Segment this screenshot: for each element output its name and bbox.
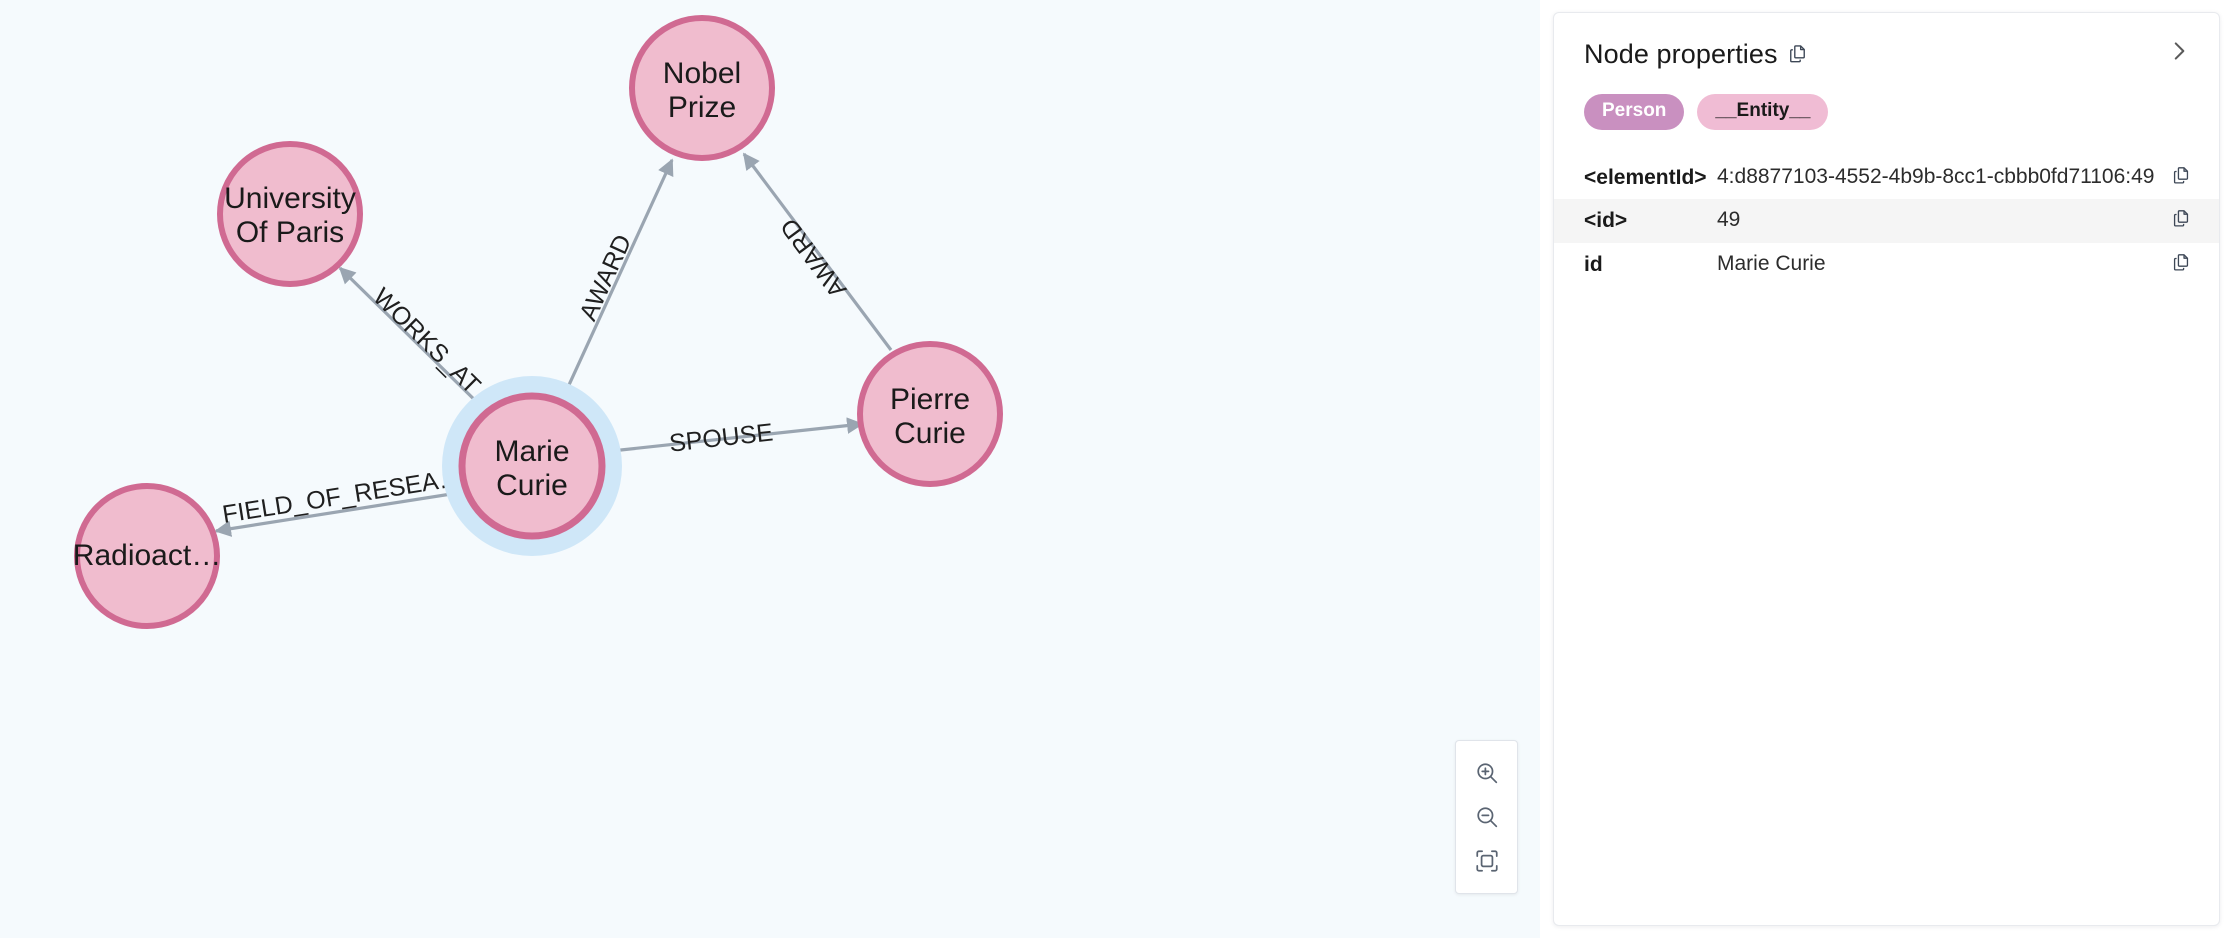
property-value: 4:d8877103-4552-4b9b-8cc1-cbbb0fd71106:4… <box>1717 164 2155 188</box>
properties-table: <elementId> 4:d8877103-4552-4b9b-8cc1-cb… <box>1554 156 2219 286</box>
node-university-of-paris[interactable]: University Of Paris <box>217 141 363 287</box>
copy-icon[interactable] <box>2171 250 2197 273</box>
zoom-in-icon <box>1476 763 1497 784</box>
node-radioactivity[interactable]: Radioact… <box>73 483 221 629</box>
node-properties-panel: Node properties Person __Entity__ <eleme… <box>1553 12 2220 926</box>
edge-award-marie[interactable]: AWARD <box>561 158 674 399</box>
copy-icon-glyph <box>1789 45 1805 63</box>
edge-label-works-at: WORKS_AT <box>367 283 485 400</box>
edge-spouse[interactable]: SPOUSE <box>601 417 864 458</box>
node-pierre-curie[interactable]: Pierre Curie <box>857 341 1003 487</box>
collapse-panel-button[interactable] <box>2161 33 2197 69</box>
node-labels-row: Person __Entity__ <box>1554 68 2219 130</box>
edge-works-at[interactable]: WORKS_AT <box>338 266 489 414</box>
node-marie-curie[interactable]: Marie Curie <box>442 376 622 556</box>
property-value: 49 <box>1717 208 1741 232</box>
edge-field-of-research[interactable]: FIELD_OF_RESEA… <box>214 463 465 537</box>
graph-svg: WORKS_AT AWARD AWARD SPOUSE <box>73 15 1003 629</box>
property-row-id-internal: <id> 49 <box>1554 199 2219 243</box>
zoom-out-icon <box>1476 807 1497 828</box>
edge-line <box>338 266 489 414</box>
copy-icon-glyph <box>2173 167 2189 184</box>
edge-line <box>561 158 674 399</box>
graph-canvas[interactable]: WORKS_AT AWARD AWARD SPOUSE <box>0 0 1540 938</box>
nodes-layer: University Of Paris Nobel Prize Pierre C… <box>73 15 1003 629</box>
fit-to-screen-icon <box>1475 850 1498 872</box>
node-circle <box>458 392 606 540</box>
panel-header: Node properties <box>1554 13 2219 68</box>
edge-label-field-of-research: FIELD_OF_RESEA… <box>220 463 465 529</box>
copy-icon[interactable] <box>2171 163 2197 186</box>
fit-to-screen-button[interactable] <box>1456 839 1518 883</box>
edge-label-award-marie: AWARD <box>574 230 637 325</box>
label-chip-entity[interactable]: __Entity__ <box>1697 94 1829 130</box>
property-value: Marie Curie <box>1717 251 1826 275</box>
copy-icon[interactable] <box>2171 206 2197 229</box>
property-key: <elementId> <box>1584 165 1707 189</box>
edge-line <box>214 490 465 537</box>
property-row-id: id Marie Curie <box>1554 243 2219 286</box>
label-chip-person[interactable]: Person <box>1584 94 1685 130</box>
zoom-out-button[interactable] <box>1456 795 1518 839</box>
node-circle <box>217 141 363 287</box>
node-circle <box>857 341 1003 487</box>
property-key: id <box>1584 252 1603 276</box>
zoom-controls <box>1455 740 1518 894</box>
edge-label-spouse: SPOUSE <box>668 418 775 457</box>
property-row-elementid: <elementId> 4:d8877103-4552-4b9b-8cc1-cb… <box>1554 156 2219 199</box>
copy-icon-glyph <box>2173 253 2189 271</box>
edge-line <box>601 417 864 454</box>
copy-icon-glyph <box>2173 210 2189 227</box>
node-circle <box>74 483 220 629</box>
edge-award-pierre[interactable]: AWARD <box>742 152 893 351</box>
panel-title: Node properties <box>1584 39 1778 69</box>
node-nobel-prize[interactable]: Nobel Prize <box>629 15 775 161</box>
zoom-in-button[interactable] <box>1456 751 1518 795</box>
node-circle <box>629 15 775 161</box>
copy-icon[interactable] <box>1787 43 1809 65</box>
chevron-right-icon <box>2174 42 2185 60</box>
edge-label-award-pierre: AWARD <box>775 213 852 303</box>
property-key: <id> <box>1584 209 1628 233</box>
edge-line <box>742 152 893 351</box>
